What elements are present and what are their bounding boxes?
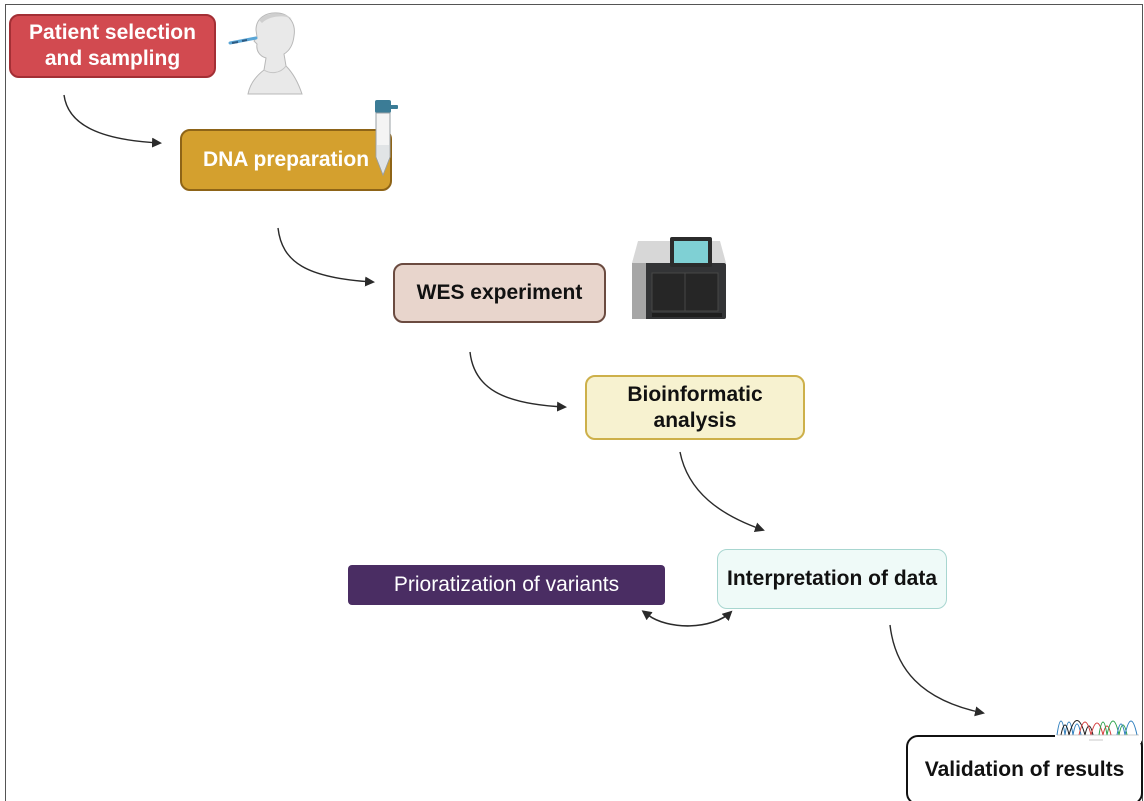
step-validation: Validation of results: [906, 735, 1143, 801]
step-bioinformatic-analysis: Bioinformatic analysis: [585, 375, 805, 440]
step-prioritization-label: Prioratization of variants: [393, 573, 620, 597]
step-interpretation: Interpretation of data: [717, 549, 947, 609]
step-validation-label: Validation of results: [924, 758, 1125, 782]
sanger-chromatogram-icon: [1055, 703, 1141, 743]
patient-swab-icon: [228, 12, 303, 95]
step-bioinformatic-analysis-label: Bioinformatic analysis: [627, 382, 763, 432]
step-dna-preparation-label: DNA preparation: [202, 148, 370, 172]
sequencer-machine-icon: [632, 237, 726, 319]
connector-step4-to-step5: [679, 451, 765, 533]
connector-step2-to-step3: [277, 227, 375, 287]
step-prioritization: Prioratization of variants: [348, 565, 665, 605]
step-wes-experiment: WES experiment: [393, 263, 606, 323]
connector-step3-to-step4: [469, 351, 567, 412]
connector-step1-to-step2: [63, 94, 162, 148]
step-patient-selection-label: Patient selection and sampling: [29, 21, 196, 70]
diagram-frame: [5, 4, 1143, 801]
step-patient-selection: Patient selection and sampling: [9, 14, 216, 78]
connector-step5-to-step6-bidirectional: [641, 610, 733, 627]
step-dna-preparation: DNA preparation: [180, 129, 392, 191]
sample-tube-icon: [375, 100, 398, 177]
step-interpretation-label: Interpretation of data: [726, 567, 937, 591]
step-wes-experiment-label: WES experiment: [416, 281, 583, 305]
connector-step5-to-step7: [889, 624, 985, 717]
